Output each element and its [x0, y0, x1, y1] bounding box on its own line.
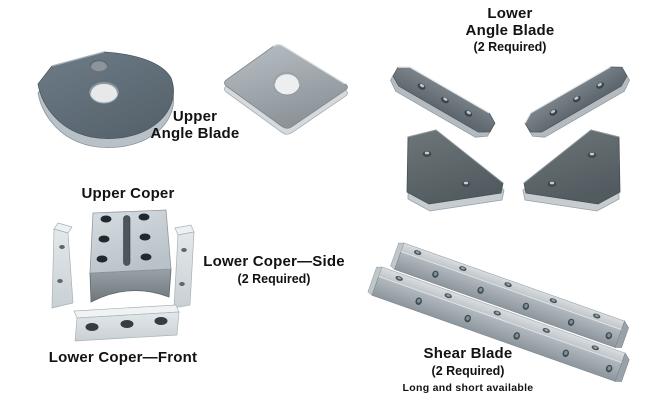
upper-angle-blade-label-line1: Upper: [172, 108, 218, 125]
lower-coper-side-required-note: (2 Required): [237, 271, 311, 286]
shear-blade-availability-note: Long and short available: [402, 381, 534, 394]
shear-blade-lower-illustration: [367, 266, 630, 382]
upper-coper-block-illustration: [89, 209, 172, 303]
lower-angle-blade-label-line2: Angle Blade: [465, 21, 555, 39]
lower-angle-blade-bar-right-illustration: [524, 66, 630, 138]
lower-coper-side-label: Lower Coper—Side (2 Required): [196, 253, 352, 286]
lower-coper-side-bar-left-illustration: [51, 222, 74, 309]
lower-angle-blade-required-note: (2 Required): [473, 40, 547, 54]
lower-coper-front-bar-illustration: [73, 304, 180, 342]
upper-coper-label: Upper Coper: [81, 185, 175, 202]
shear-blade-label: Shear Blade (2 Required) Long and short …: [392, 345, 544, 394]
lower-angle-blade-bar-left-illustration: [390, 66, 496, 138]
upper-angle-blade-label: Upper Angle Blade: [125, 108, 265, 142]
lower-angle-blade-corner-plate-right-illustration: [522, 129, 621, 212]
lower-coper-front-label: Lower Coper—Front: [48, 349, 198, 366]
lower-angle-blade-label-line1: Lower: [487, 5, 533, 22]
lower-angle-blade-label: Lower Angle Blade (2 Required): [440, 5, 580, 54]
shear-blade-upper-illustration: [390, 242, 629, 348]
upper-angle-blade-label-line2: Angle Blade: [150, 124, 240, 142]
lower-angle-blade-corner-plate-left-illustration: [406, 129, 505, 212]
shear-blade-required-note: (2 Required): [431, 363, 505, 378]
upper-angle-blade-half-round-plate-illustration: [37, 51, 174, 148]
upper-angle-blade-square-plate-illustration: [224, 44, 348, 135]
lower-coper-side-bar-right-illustration: [173, 224, 195, 309]
